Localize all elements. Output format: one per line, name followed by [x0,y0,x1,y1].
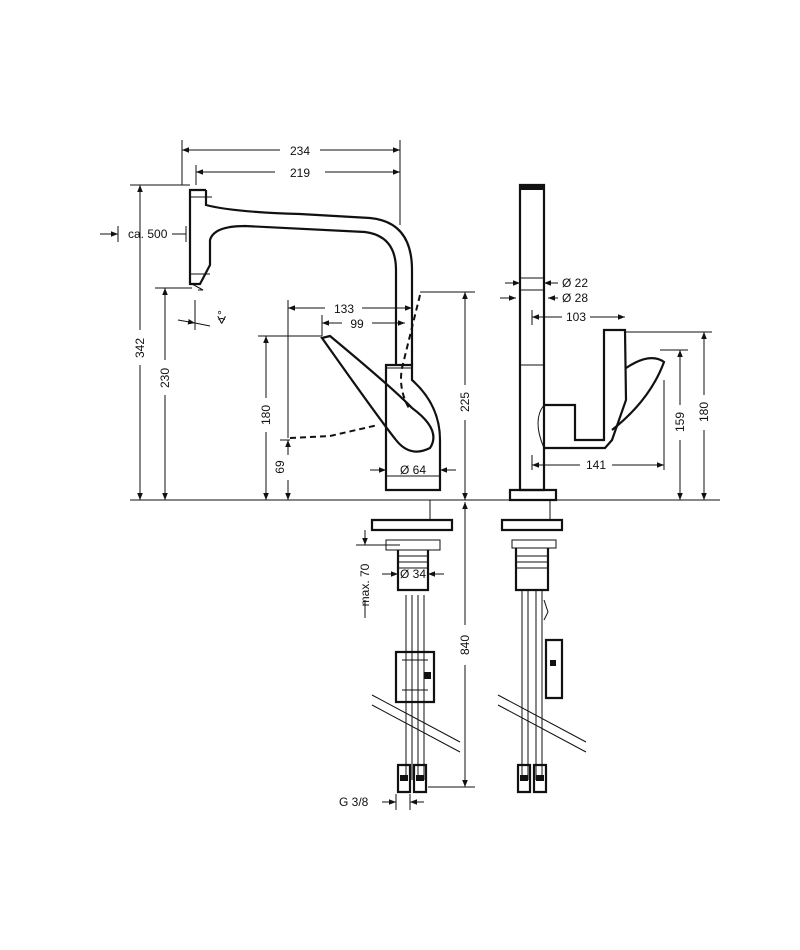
dim-342: 342 [133,338,147,358]
dim-angle: ∢° [215,310,229,325]
lever-solid [320,334,435,453]
faucet-front-view [497,183,666,794]
dim-230: 230 [158,368,172,388]
dim-159: 159 [673,412,687,432]
dim-dia-28: Ø 28 [562,291,588,305]
supply-hose-right [417,595,425,780]
front-mount-base [500,518,564,532]
dim-dia-22: Ø 22 [562,276,588,290]
dim-max-70: max. 70 [358,563,372,606]
front-valve-box [544,638,564,700]
dim-g38: G 3/8 [339,795,369,809]
check-valve-box [394,650,436,704]
break-line-left [371,694,461,753]
faucet-body [384,363,442,492]
lever-alt-raised [400,294,421,411]
dim-103: 103 [566,310,586,324]
front-lever-alt [611,357,666,431]
dim-ca500: ca. 500 [128,227,168,241]
right-dimensions: Ø 22 Ø 28 103 141 159 180 [500,276,712,500]
dim-219: 219 [290,166,310,180]
threaded-shank [396,550,430,592]
dim-133: 133 [334,302,354,316]
dim-180-left: 180 [259,405,273,425]
front-lever [544,328,628,450]
supply-hose-left [405,595,413,780]
dim-dia-64: Ø 64 [400,463,426,477]
spout-outline [188,188,414,365]
dim-69: 69 [273,460,287,474]
dim-234: 234 [290,144,310,158]
dim-180-right: 180 [697,402,711,422]
dim-840: 840 [458,635,472,655]
hose-end-fittings [396,763,428,794]
dim-141: 141 [586,458,606,472]
lever-alt-lowered [289,424,379,439]
mount-base [370,518,454,532]
left-dimensions: 234 219 ca. 500 ∢° 342 230 133 [100,140,475,810]
dim-99: 99 [350,317,364,331]
faucet-side-view [188,188,461,794]
dim-dia-34: Ø 34 [400,567,426,581]
front-column [518,183,546,492]
break-line-right [497,694,587,753]
dim-225: 225 [458,392,472,412]
